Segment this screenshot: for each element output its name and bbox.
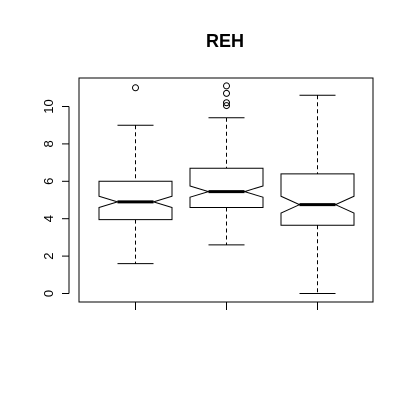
y-tick-label: 2 bbox=[41, 252, 56, 259]
outlier-point bbox=[132, 84, 139, 92]
notched-box bbox=[189, 167, 264, 208]
y-tick-label: 10 bbox=[41, 99, 56, 113]
chart-title: REH bbox=[206, 31, 244, 51]
outlier-point bbox=[223, 102, 230, 110]
y-axis: 0 2 4 6 8 10 bbox=[41, 99, 70, 297]
y-tick-label: 0 bbox=[41, 290, 56, 297]
notched-box bbox=[280, 173, 355, 226]
outlier-point bbox=[223, 99, 230, 107]
box-group-1 bbox=[98, 84, 173, 265]
y-tick-label: 6 bbox=[41, 178, 56, 185]
x-axis bbox=[135, 302, 318, 310]
outlier-point bbox=[223, 89, 230, 97]
box-group-3 bbox=[280, 94, 355, 294]
box-group-2 bbox=[189, 82, 264, 246]
boxes-layer bbox=[98, 82, 355, 294]
y-tick-label: 8 bbox=[41, 140, 56, 147]
outlier-point bbox=[223, 82, 230, 90]
y-tick-label: 4 bbox=[41, 215, 56, 222]
